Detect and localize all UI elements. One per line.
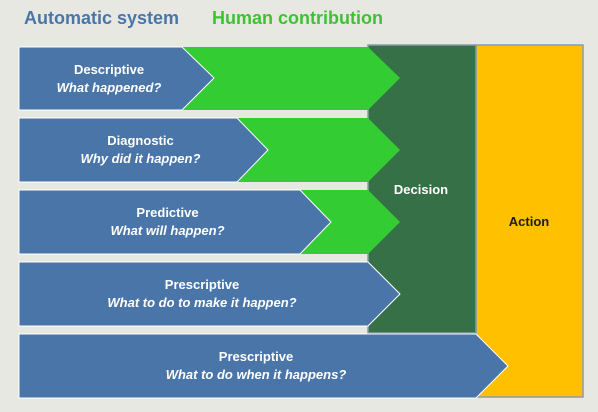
automatic-arrow-predictive bbox=[18, 189, 332, 255]
row-title: Prescriptive bbox=[218, 349, 294, 364]
human-arrow-predictive bbox=[300, 190, 400, 254]
row-question: What happened? bbox=[56, 80, 162, 95]
automatic-arrow-diagnostic bbox=[18, 117, 269, 183]
row-question: What to do to make it happen? bbox=[107, 295, 297, 310]
human-arrow-descriptive bbox=[182, 47, 400, 110]
row-label-diagnostic: Diagnostic Why did it happen? bbox=[19, 132, 262, 168]
row-title: Predictive bbox=[136, 205, 199, 220]
row-predictive bbox=[18, 189, 400, 255]
automatic-arrow-prescriptive-2 bbox=[18, 333, 509, 399]
decision-label: Decision bbox=[393, 182, 449, 197]
row-label-descriptive: Descriptive What happened? bbox=[19, 61, 199, 97]
action-box bbox=[475, 44, 584, 398]
row-title: Prescriptive bbox=[164, 277, 240, 292]
row-question: Why did it happen? bbox=[80, 151, 201, 166]
legend-human-contribution: Human contribution bbox=[212, 8, 383, 28]
row-question: What will happen? bbox=[110, 223, 225, 238]
row-title: Descriptive bbox=[73, 62, 145, 77]
automatic-arrow-prescriptive-1 bbox=[18, 261, 401, 327]
row-label-predictive: Predictive What will happen? bbox=[19, 204, 316, 240]
human-arrow-diagnostic bbox=[237, 118, 400, 182]
row-diagnostic bbox=[18, 117, 400, 183]
row-label-prescriptive-2: Prescriptive What to do when it happens? bbox=[19, 348, 493, 384]
row-title: Diagnostic bbox=[107, 133, 174, 148]
row-prescriptive-1 bbox=[18, 261, 401, 327]
row-label-prescriptive-1: Prescriptive What to do to make it happe… bbox=[19, 276, 385, 312]
row-question: What to do when it happens? bbox=[165, 367, 347, 382]
automatic-arrow-descriptive bbox=[18, 46, 215, 111]
row-prescriptive-2 bbox=[18, 333, 509, 399]
action-label: Action bbox=[508, 214, 550, 229]
legend-automatic-system: Automatic system bbox=[24, 8, 180, 28]
row-descriptive bbox=[18, 46, 400, 111]
